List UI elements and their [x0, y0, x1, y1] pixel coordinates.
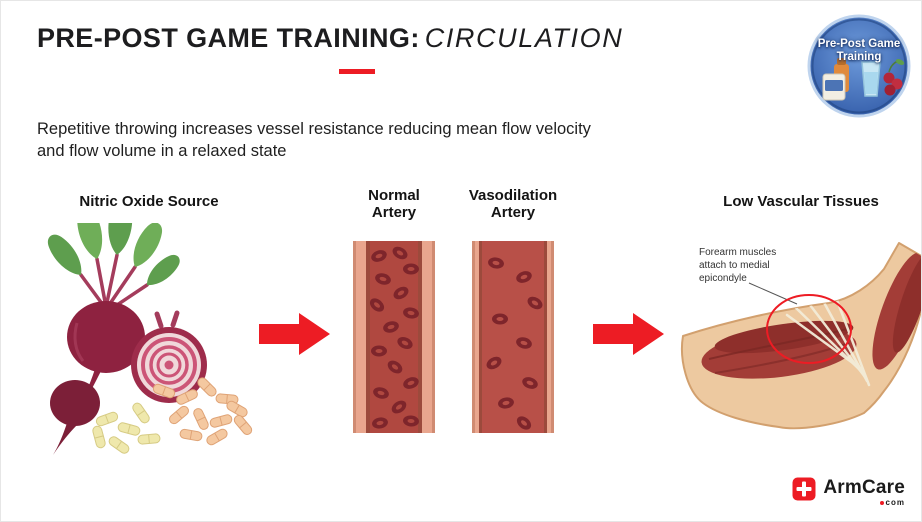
low-vascular-heading: Low Vascular Tissues: [723, 193, 879, 210]
normal-artery-illustration: [353, 241, 435, 433]
logo-domain: com: [823, 498, 905, 507]
subtitle: Repetitive throwing increases vessel res…: [37, 120, 591, 160]
armcare-logo: ArmCare com: [792, 477, 905, 507]
page-title: PRE-POST GAME TRAINING:CIRCULATION: [37, 23, 623, 54]
cut-beet: [131, 310, 207, 403]
logo-brand: ArmCare: [823, 477, 905, 498]
elbow-anatomy-illustration: [681, 242, 921, 430]
red-blood-cells: [486, 257, 543, 430]
beet-illustration: [47, 223, 253, 455]
vasodilation-artery-heading: Vasodilation Artery: [468, 187, 558, 222]
logo-domain-text: com: [885, 498, 905, 507]
capsule-pills: [92, 377, 253, 454]
title-main: PRE-POST GAME TRAINING:: [37, 23, 420, 53]
epicondyle-highlight-circle: [766, 294, 852, 364]
small-beet: [50, 380, 100, 455]
beet-leaves: [47, 223, 180, 286]
dot-icon: [879, 500, 884, 505]
vasodilation-artery-illustration: [472, 241, 554, 433]
logo-text: ArmCare com: [823, 477, 905, 507]
cross-icon: [792, 477, 816, 501]
nitric-oxide-heading: Nitric Oxide Source: [79, 193, 219, 210]
supplement-tub-icon: [822, 73, 846, 101]
tendon-fibers: [785, 293, 871, 387]
berries-icon: [883, 59, 905, 96]
arrow-right-icon: [259, 313, 330, 355]
title-accent-line: [339, 69, 375, 74]
water-glass-icon: [861, 61, 881, 97]
title-emphasis: CIRCULATION: [424, 23, 624, 53]
arrow-right-icon: [593, 313, 664, 355]
upper-arm-muscles: [872, 252, 921, 370]
training-badge-illustration: [807, 14, 911, 118]
red-blood-cells: [369, 246, 419, 429]
annotation-pointer-line: [748, 282, 798, 305]
logo-brand-part2: Care: [861, 477, 905, 498]
elbow-annotation: Forearm muscles attach to medial epicond…: [699, 247, 777, 284]
logo-brand-part1: Arm: [823, 477, 862, 498]
normal-artery-heading: Normal Artery: [368, 187, 420, 222]
